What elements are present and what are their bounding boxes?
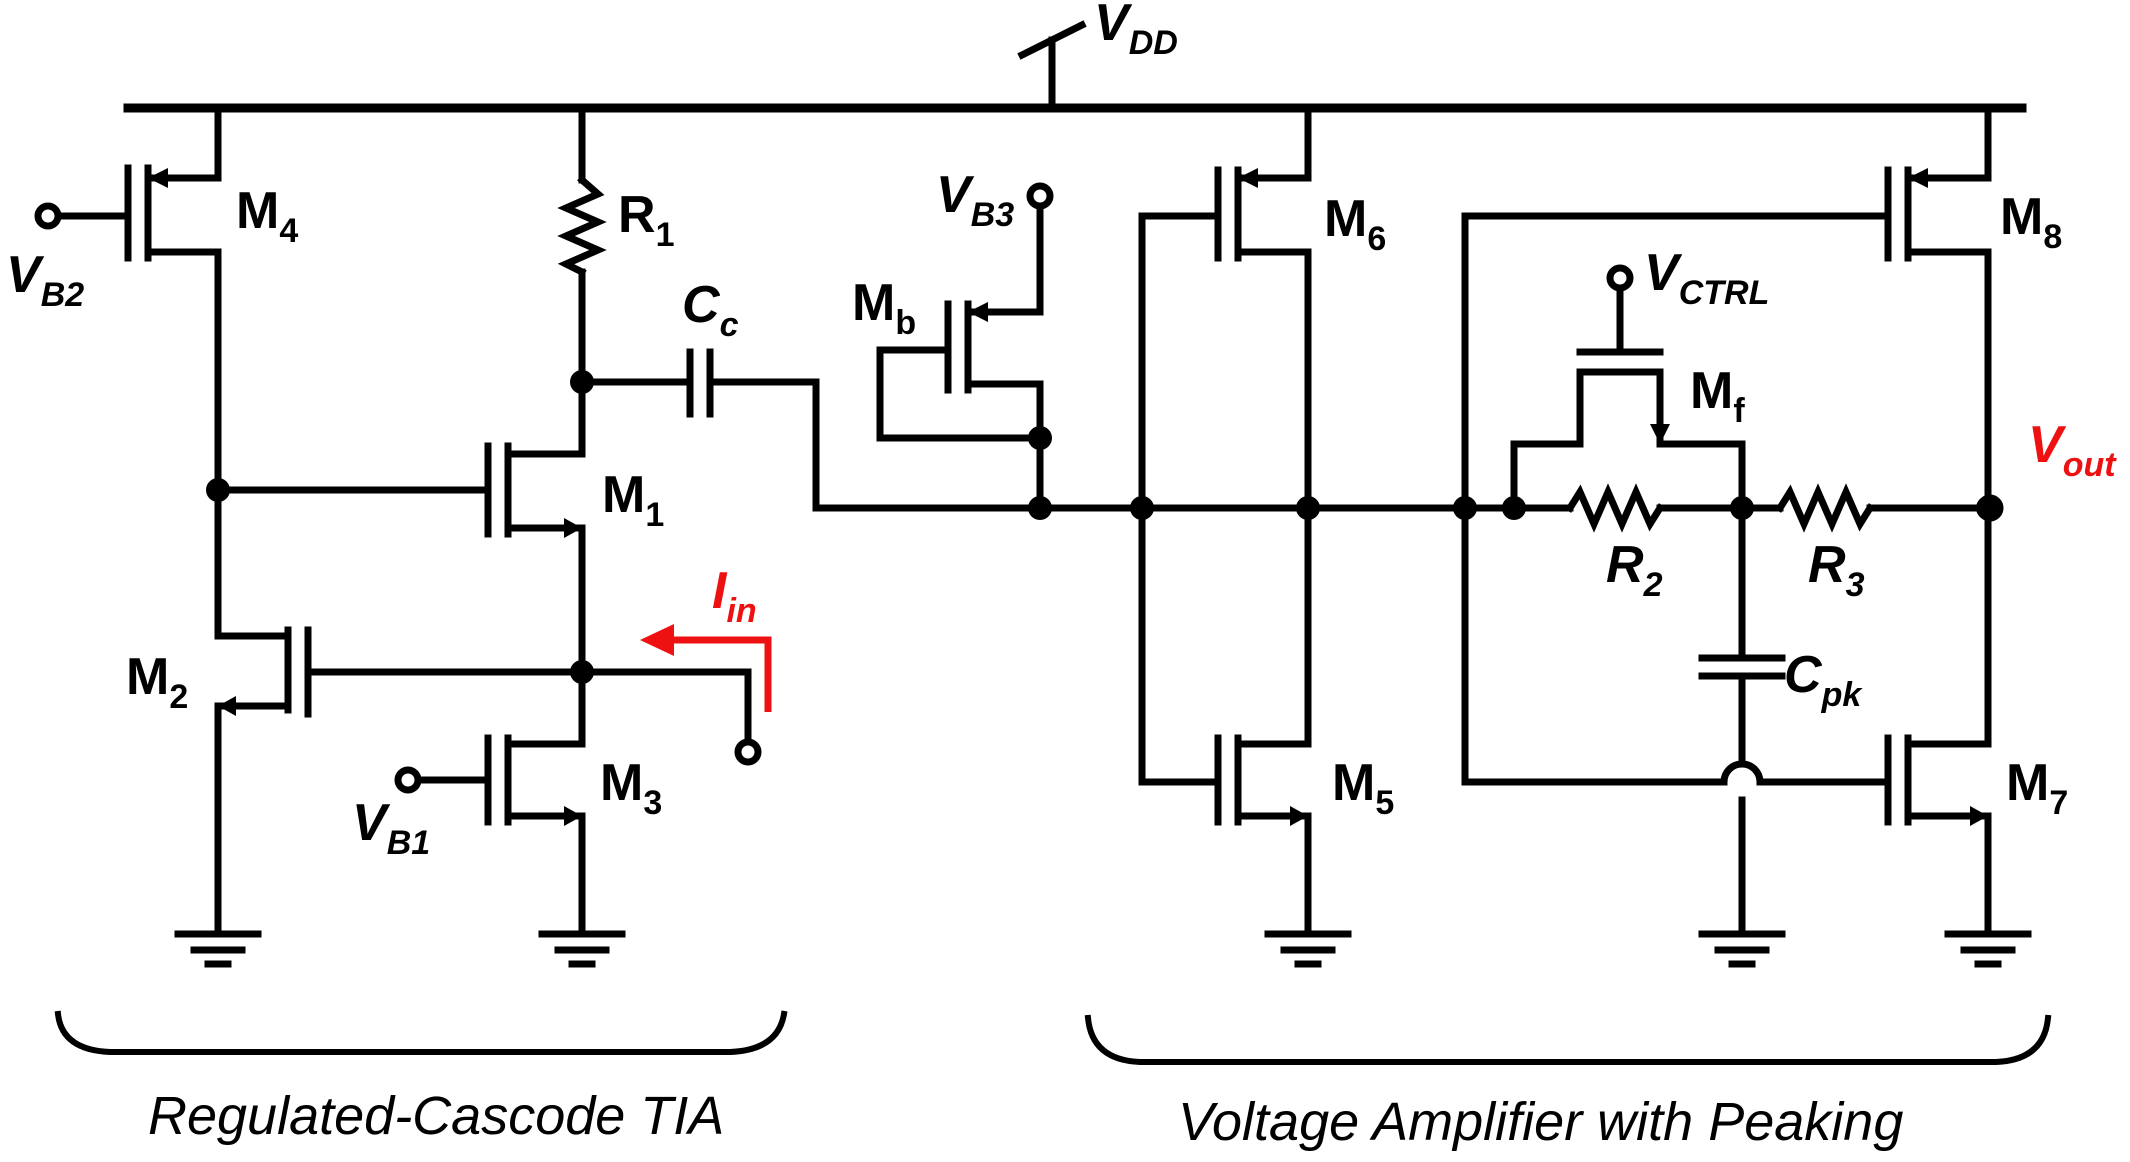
vb2-label: VB2 bbox=[6, 246, 84, 314]
tia-brace bbox=[54, 1010, 788, 1055]
input-wire bbox=[578, 668, 762, 766]
transistor-arrows bbox=[148, 168, 1988, 826]
ground-symbol bbox=[1944, 930, 2032, 968]
cpk-label: Cpk bbox=[1784, 646, 1863, 714]
ground-symbol bbox=[538, 930, 626, 968]
amp-brace bbox=[1084, 1014, 2052, 1065]
m4-transistor bbox=[34, 104, 222, 494]
m7-transistor bbox=[1884, 734, 1992, 934]
vb3-label: VB3 bbox=[936, 166, 1014, 234]
cc-capacitor bbox=[578, 348, 1044, 512]
ground-symbol bbox=[1698, 930, 1786, 968]
vout-label: Vout bbox=[2028, 416, 2117, 484]
tia-caption: Regulated-Cascode TIA bbox=[148, 1086, 724, 1146]
m6-label: M6 bbox=[1324, 190, 1386, 258]
cpk-capacitor bbox=[1698, 504, 1786, 934]
m1-label: M1 bbox=[602, 466, 664, 534]
m3-transistor bbox=[394, 668, 586, 934]
m6-transistor bbox=[1214, 104, 1312, 748]
m2-label: M2 bbox=[126, 648, 188, 716]
gate-bus-m5-m6 bbox=[1138, 212, 1222, 786]
amp-caption: Voltage Amplifier with Peaking bbox=[1178, 1092, 1903, 1152]
m1-transistor bbox=[214, 378, 586, 676]
vdd-rail bbox=[123, 20, 2027, 113]
r1-label: R1 bbox=[618, 186, 674, 254]
m8-label: M8 bbox=[2000, 188, 2062, 256]
ground-symbol bbox=[1264, 930, 1352, 968]
vdd-label: VDD bbox=[1094, 0, 1178, 62]
mf-label: Mf bbox=[1690, 362, 1745, 430]
iin-label: Iin bbox=[712, 562, 757, 630]
junction-dots bbox=[206, 370, 2000, 684]
mb-transistor bbox=[876, 182, 1054, 512]
iin-current-arrow bbox=[640, 624, 772, 712]
r2-label: R2 bbox=[1606, 536, 1663, 604]
mb-label: Mb bbox=[852, 274, 916, 342]
r1-resistor bbox=[557, 104, 607, 386]
m3-label: M3 bbox=[600, 754, 662, 822]
cc-label: Cc bbox=[682, 276, 739, 344]
r3-resistor bbox=[1738, 483, 2004, 533]
m8-transistor bbox=[1884, 104, 1992, 748]
m5-label: M5 bbox=[1332, 754, 1394, 822]
mf-transistor bbox=[1510, 264, 1746, 512]
vctrl-label: VCTRL bbox=[1644, 244, 1769, 312]
ground-symbol bbox=[174, 930, 262, 968]
m5-transistor bbox=[1214, 734, 1312, 934]
r3-label: R3 bbox=[1808, 536, 1865, 604]
m7-label: M7 bbox=[2006, 754, 2068, 822]
m2-transistor bbox=[214, 486, 586, 934]
m4-label: M4 bbox=[236, 182, 298, 250]
vb1-label: VB1 bbox=[352, 794, 430, 862]
